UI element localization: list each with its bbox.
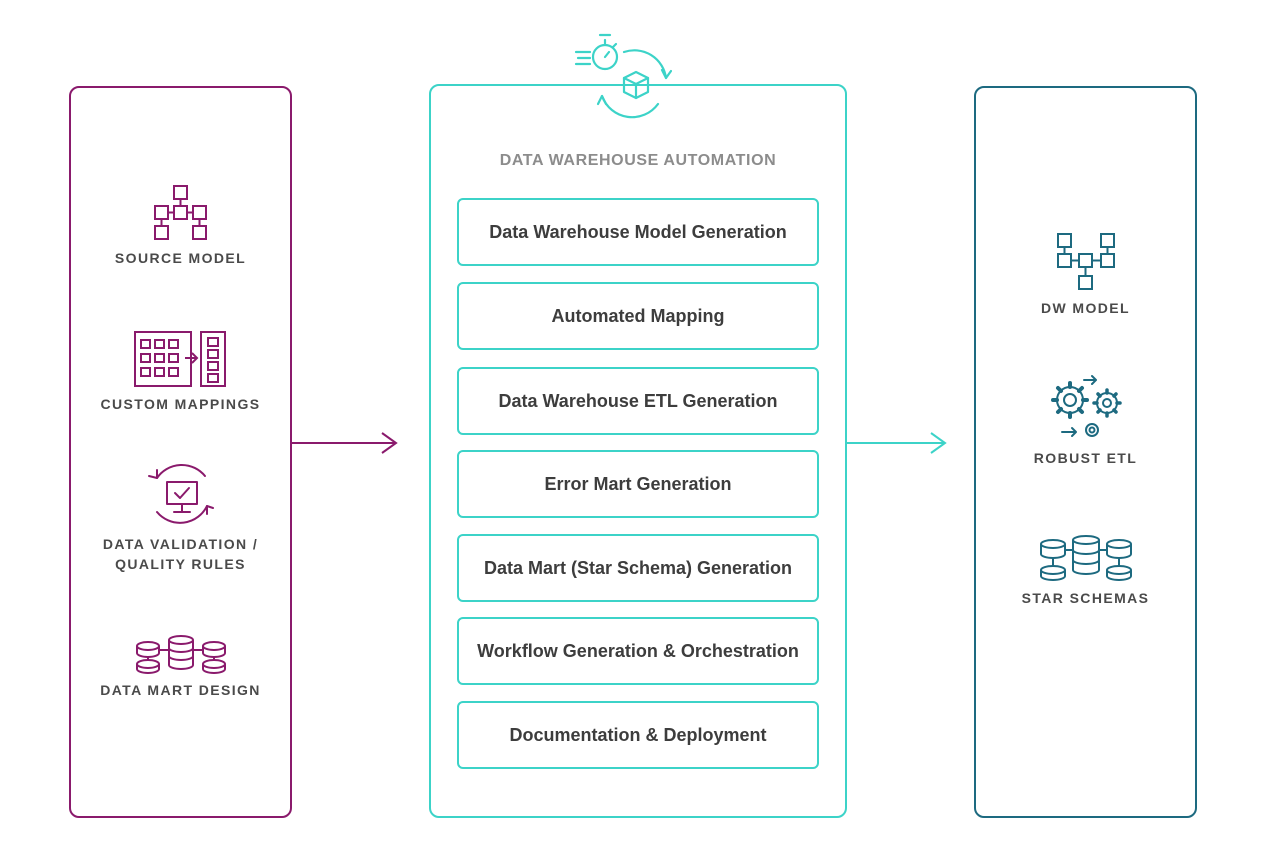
star-schemas-item: STAR SCHEMAS: [976, 534, 1195, 608]
step-dw-etl-generation[interactable]: Data Warehouse ETL Generation: [457, 367, 819, 435]
hierarchy-diagram-icon: [1056, 233, 1115, 290]
stopwatch-cube-cycle-icon: [574, 33, 672, 119]
custom-mappings-item: CUSTOM MAPPINGS: [71, 330, 290, 414]
hierarchy-diagram-icon: [153, 185, 207, 240]
database-network-icon: [135, 635, 226, 674]
source-model-item: SOURCE MODEL: [71, 184, 290, 268]
outputs-panel: DW MODEL: [974, 86, 1197, 818]
robust-etl-item: ROBUST ETL: [976, 372, 1195, 468]
step-error-mart-generation[interactable]: Error Mart Generation: [457, 450, 819, 518]
data-mart-design-item: DATA MART DESIGN: [71, 634, 290, 700]
left-to-center-arrow: [290, 432, 398, 454]
dw-model-item: DW MODEL: [976, 232, 1195, 318]
database-network-icon: [1039, 535, 1132, 581]
dw-model-label: DW MODEL: [1041, 300, 1130, 316]
data-validation-label: DATA VALIDATION / QUALITY RULES: [102, 536, 259, 572]
step-workflow-generation[interactable]: Workflow Generation & Orchestration: [457, 617, 819, 685]
step-automated-mapping[interactable]: Automated Mapping: [457, 282, 819, 350]
center-to-right-arrow: [845, 432, 947, 454]
grid-mapping-icon: [133, 331, 226, 387]
custom-mappings-label: CUSTOM MAPPINGS: [100, 396, 261, 412]
step-dw-model-generation[interactable]: Data Warehouse Model Generation: [457, 198, 819, 266]
star-schemas-label: STAR SCHEMAS: [1021, 590, 1150, 606]
step-data-mart-generation[interactable]: Data Mart (Star Schema) Generation: [457, 534, 819, 602]
automation-title: DATA WAREHOUSE AUTOMATION: [499, 152, 777, 169]
automation-panel: DATA WAREHOUSE AUTOMATION Data Warehouse…: [429, 84, 847, 818]
step-documentation-deployment[interactable]: Documentation & Deployment: [457, 701, 819, 769]
data-mart-design-label: DATA MART DESIGN: [100, 682, 261, 698]
gears-icon: [1050, 375, 1122, 437]
source-model-label: SOURCE MODEL: [114, 250, 247, 266]
monitor-check-cycle-icon: [147, 463, 214, 524]
data-validation-item: DATA VALIDATION / QUALITY RULES: [71, 462, 290, 574]
inputs-panel: SOURCE MODEL CUSTOM MAPPINGS: [69, 86, 292, 818]
robust-etl-label: ROBUST ETL: [1033, 450, 1138, 466]
